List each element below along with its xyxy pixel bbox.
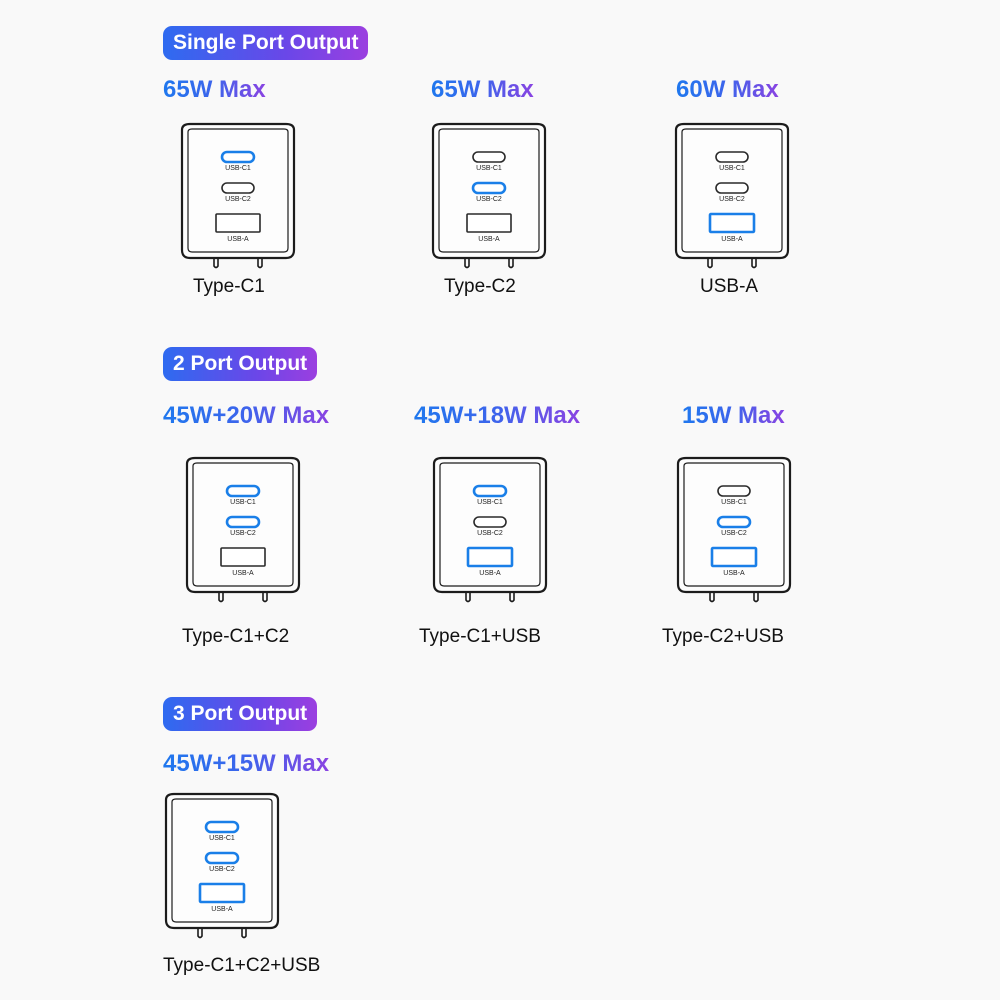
port-label-c2: USB-C2: [721, 530, 747, 537]
charger-inner-edge: [681, 128, 783, 253]
usb-a-port: [198, 882, 246, 904]
charger-foot: [262, 592, 268, 603]
usb-c2-port: [716, 515, 752, 529]
port-combo-caption: Type-C1+C2+USB: [163, 955, 321, 976]
usb-a-port: [466, 213, 512, 233]
charger-foot: [218, 592, 224, 603]
charger-outline: [185, 456, 301, 603]
charger-foot: [753, 592, 759, 603]
wattage-label: 15W Max: [682, 402, 785, 429]
port-label-c2: USB-C2: [230, 530, 256, 537]
port-combo-caption: Type-C2+USB: [662, 626, 784, 647]
usb-c2-port: [471, 181, 507, 195]
port-label-c2: USB-C2: [225, 196, 251, 203]
charger-foot: [465, 592, 471, 603]
charger-foot: [241, 928, 247, 939]
charger-outline: [674, 122, 790, 269]
wattage-label: 60W Max: [676, 76, 779, 103]
port-label-c1: USB-C1: [225, 165, 251, 172]
charger-outline: [432, 456, 548, 603]
port-combo-caption: Type-C1+USB: [419, 626, 541, 647]
usb-c1-port: [225, 484, 261, 498]
wattage-label: 45W+18W Max: [414, 402, 581, 429]
usb-a-port: [708, 212, 756, 234]
port-label-a: USB-A: [479, 570, 501, 577]
port-label-c2: USB-C2: [209, 866, 235, 873]
charger-foot: [213, 258, 219, 269]
charger-outline: [431, 122, 547, 269]
port-label-c1: USB-C1: [209, 835, 235, 842]
charger-foot: [508, 258, 514, 269]
charger-inner-edge: [683, 462, 785, 587]
section-badge-three-port: 3 Port Output: [163, 697, 318, 731]
port-label-c1: USB-C1: [721, 499, 747, 506]
wattage-label: 65W Max: [163, 76, 266, 103]
charger-outline: [180, 122, 296, 269]
port-label-c2: USB-C2: [476, 196, 502, 203]
port-combo-caption: USB-A: [700, 276, 759, 297]
usb-c1-port: [220, 150, 256, 164]
usb-c2-port: [473, 516, 507, 528]
section-badge-two-port: 2 Port Output: [163, 347, 318, 381]
port-label-c1: USB-C1: [476, 165, 502, 172]
charger-foot: [751, 258, 757, 269]
port-label-c2: USB-C2: [719, 196, 745, 203]
wattage-label: 45W+15W Max: [163, 750, 330, 777]
usb-a-port: [466, 546, 514, 568]
usb-c1-port: [204, 820, 240, 834]
usb-c2-port: [715, 182, 749, 194]
usb-a-port: [710, 546, 758, 568]
usb-c1-port: [715, 151, 749, 163]
charger-outline: [164, 792, 280, 939]
usb-c1-port: [472, 484, 508, 498]
charger-foot: [257, 258, 263, 269]
port-label-a: USB-A: [211, 906, 233, 913]
charger-inner-edge: [171, 798, 273, 923]
port-combo-caption: Type-C1+C2: [182, 626, 290, 647]
port-label-a: USB-A: [721, 236, 743, 243]
charger-foot: [464, 258, 470, 269]
section-badge-single: Single Port Output: [163, 26, 369, 60]
wattage-label: 65W Max: [431, 76, 534, 103]
port-label-a: USB-A: [723, 570, 745, 577]
port-label-c2: USB-C2: [477, 530, 503, 537]
port-label-a: USB-A: [227, 236, 249, 243]
usb-c2-port: [221, 182, 255, 194]
port-label-c1: USB-C1: [230, 499, 256, 506]
charger-inner-edge: [187, 128, 289, 253]
usb-c2-port: [204, 851, 240, 865]
port-combo-caption: Type-C1: [193, 276, 265, 297]
charger-outline: [676, 456, 792, 603]
port-combo-caption: Type-C2: [444, 276, 516, 297]
usb-c1-port: [717, 485, 751, 497]
charger-inner-edge: [439, 462, 541, 587]
wattage-label: 45W+20W Max: [163, 402, 330, 429]
charger-inner-edge: [438, 128, 540, 253]
port-label-a: USB-A: [232, 570, 254, 577]
charger-foot: [197, 928, 203, 939]
usb-c2-port: [225, 515, 261, 529]
charger-inner-edge: [192, 462, 294, 587]
port-label-c1: USB-C1: [719, 165, 745, 172]
port-label-a: USB-A: [478, 236, 500, 243]
usb-a-port: [220, 547, 266, 567]
charger-foot: [707, 258, 713, 269]
charger-foot: [509, 592, 515, 603]
charger-foot: [709, 592, 715, 603]
usb-a-port: [215, 213, 261, 233]
port-label-c1: USB-C1: [477, 499, 503, 506]
usb-c1-port: [472, 151, 506, 163]
